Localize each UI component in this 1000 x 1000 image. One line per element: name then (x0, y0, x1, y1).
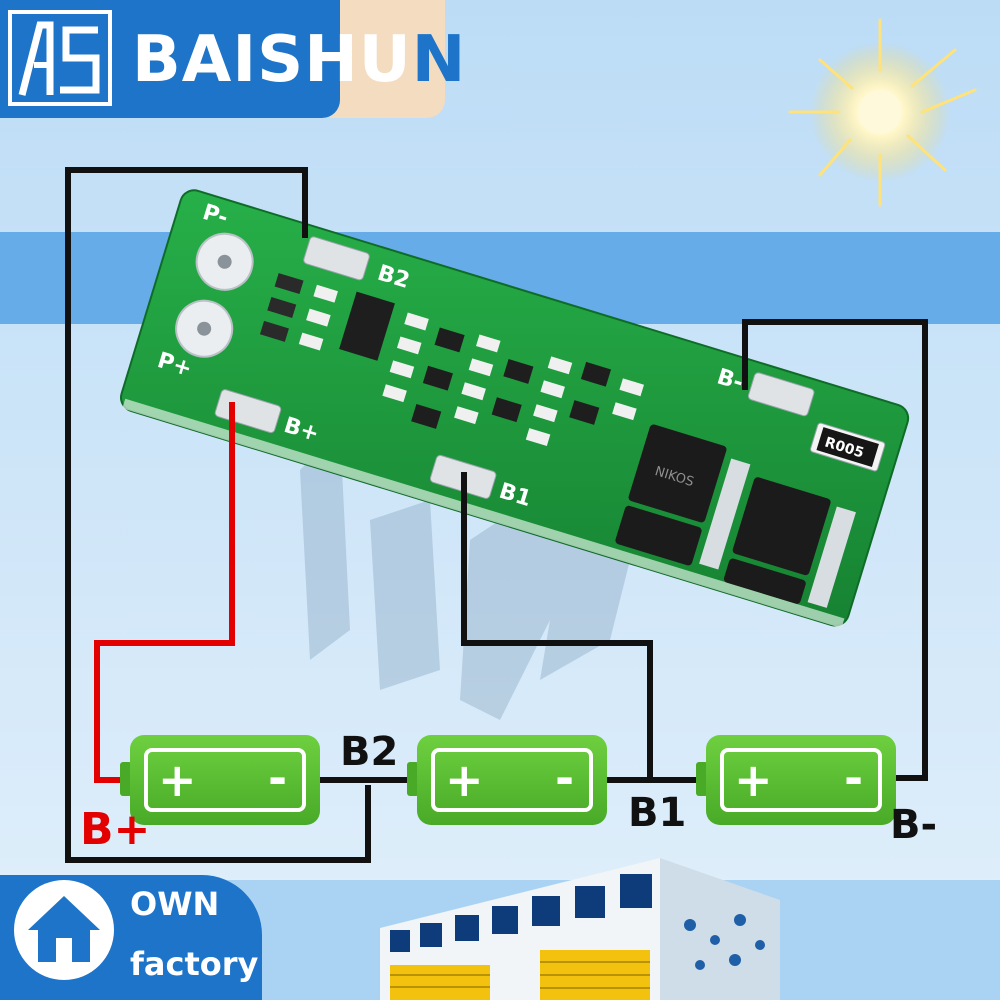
wire-b-plus (94, 402, 235, 783)
smd-component-grid (259, 273, 644, 447)
brand-header: BAISHUN (0, 0, 465, 118)
battery-2-plus: + (445, 753, 484, 807)
battery-2-minus: - (555, 751, 574, 805)
wires (65, 167, 928, 863)
label-b-minus: B- (890, 802, 938, 848)
mosfet (628, 424, 727, 523)
mosfet-group: NIKOS (615, 424, 856, 608)
label-b2: B2 (340, 729, 399, 775)
brand-name-background (122, 0, 340, 118)
mosfet (615, 505, 702, 566)
brand-name-accent (330, 0, 445, 118)
battery-1-plus: + (158, 753, 197, 807)
own-text: OWN (130, 885, 220, 923)
sun-icon (788, 18, 977, 207)
baishun-logo-icon (8, 10, 112, 106)
label-b-plus: B+ (80, 804, 151, 855)
home-icon-circle (14, 880, 114, 980)
home-icon (28, 896, 100, 962)
wire-p-minus-to-b2 (65, 167, 371, 863)
factory-text: factory (130, 945, 259, 983)
brand-logo-panel (0, 0, 122, 118)
factory-building-icon (380, 858, 780, 1000)
battery-3 (696, 735, 896, 825)
bms-board: P- P+ B+ B2 B1 B- (120, 189, 910, 629)
brand-name-tail: N (411, 23, 467, 97)
pad-b-plus (214, 389, 282, 434)
pad-b-minus (747, 372, 815, 417)
mosfet (723, 558, 806, 604)
battery-3-plus: + (734, 753, 773, 807)
shunt-resistor: R005 (810, 422, 886, 472)
wire-b-minus (742, 319, 928, 781)
battery-2 (407, 735, 607, 825)
brand-name: BAISHUN (132, 22, 466, 98)
battery-1-minus: - (268, 751, 287, 805)
wire-b1 (461, 472, 653, 780)
mosfet (732, 477, 831, 576)
battery-1 (120, 735, 320, 825)
brand-name-main: BAISHU (132, 23, 412, 97)
battery-3-minus: - (844, 751, 863, 805)
pad-p-minus (303, 236, 370, 281)
label-b1: B1 (628, 790, 687, 836)
